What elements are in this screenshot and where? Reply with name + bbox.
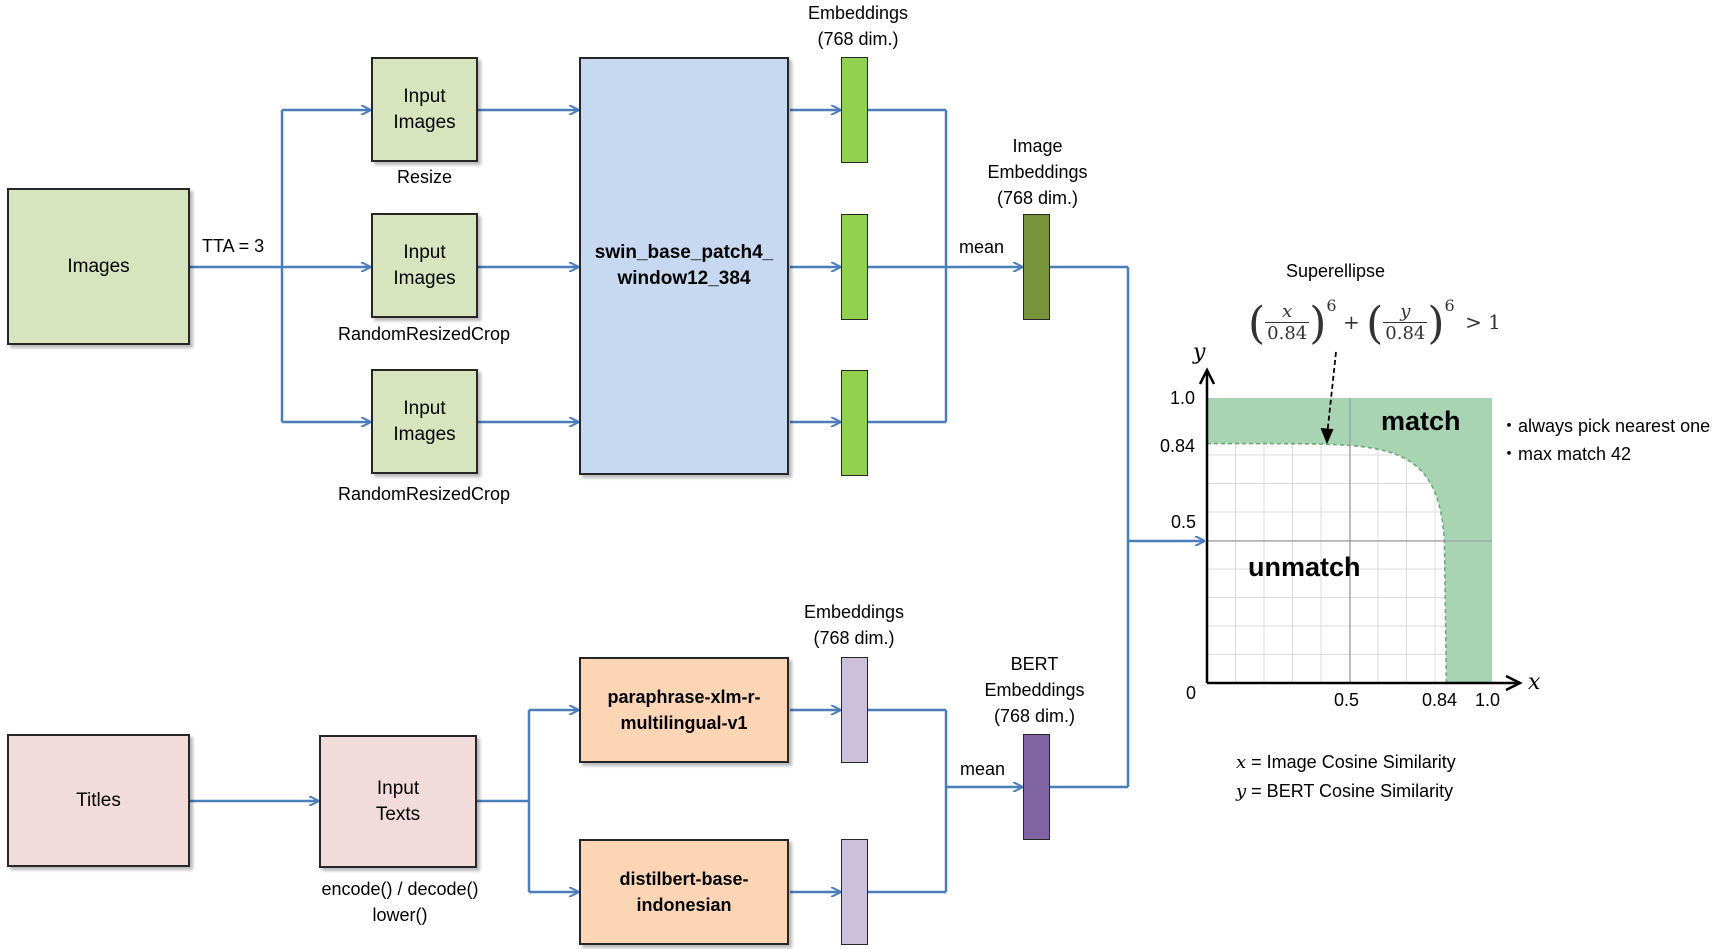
plot-notes: ・always pick nearest one ・max match 42 xyxy=(1500,412,1710,468)
image-embedding-bar-3 xyxy=(841,370,868,476)
y-tick-0-84: 0.84 xyxy=(1160,436,1196,456)
formula-den-2: 0.84 xyxy=(1385,323,1426,344)
formula-x: x xyxy=(1265,302,1310,323)
image-embedding-bar-1 xyxy=(841,57,868,163)
note-nearest: ・always pick nearest one xyxy=(1500,416,1711,436)
y-axis-var: y xyxy=(1193,340,1206,365)
note-max-match: ・max match 42 xyxy=(1500,444,1632,464)
images-source-label: Images xyxy=(67,255,130,277)
formula-exp-2: 6 xyxy=(1444,296,1455,315)
text-preprocess-label: encode() / decode() lower() xyxy=(321,879,479,925)
paraphrase-model-box: paraphrase-xlm-r- multilingual-v1 xyxy=(579,657,789,763)
unmatch-label: unmatch xyxy=(1248,552,1361,582)
distilbert-model-box: distilbert-base- indonesian xyxy=(579,839,789,945)
titles-source-label: Titles xyxy=(76,789,121,811)
image-mean-embeddings-title: Image Embeddings (768 dim.) xyxy=(987,136,1088,208)
aug-random-crop-label-1: RandomResizedCrop xyxy=(337,324,511,344)
match-label: match xyxy=(1381,406,1461,436)
paraphrase-model-label: paraphrase-xlm-r- multilingual-v1 xyxy=(607,687,761,733)
tta-label: TTA = 3 xyxy=(202,236,265,256)
input-images-label: Input Images xyxy=(393,85,456,133)
text-embedding-bar-2 xyxy=(841,839,868,945)
decision-plot xyxy=(1198,351,1523,692)
legend-x-var: x xyxy=(1236,752,1247,773)
superellipse-boundary xyxy=(1207,442,1448,684)
legend-y-var: y xyxy=(1236,781,1247,802)
input-texts-label: Input Texts xyxy=(375,777,421,825)
x-axis-var: x xyxy=(1528,670,1541,695)
image-embedding-bar-2 xyxy=(841,214,868,320)
formula-y: y xyxy=(1383,302,1428,323)
formula-den-1: 0.84 xyxy=(1267,323,1308,344)
y-tick-1-0: 1.0 xyxy=(1170,388,1196,408)
aug-resize-label: Resize xyxy=(396,167,453,187)
bert-embeddings-title: BERT Embeddings (768 dim.) xyxy=(984,654,1085,726)
pointer-line xyxy=(1326,351,1337,437)
x-tick-0-84: 0.84 xyxy=(1422,690,1458,710)
input-images-box-crop-2: Input Images xyxy=(371,369,478,474)
formula-plus: + xyxy=(1342,310,1360,334)
input-images-label: Input Images xyxy=(393,397,456,445)
input-images-box-crop-1: Input Images xyxy=(371,213,478,318)
titles-source-box: Titles xyxy=(7,734,190,867)
y-tick-0-5: 0.5 xyxy=(1171,512,1197,532)
image-embeddings-title: Embeddings (768 dim.) xyxy=(807,3,909,49)
x-tick-0-5: 0.5 xyxy=(1334,690,1360,710)
text-mean-label: mean xyxy=(960,759,1006,779)
input-images-box-resize: Input Images xyxy=(371,57,478,162)
input-texts-box: Input Texts xyxy=(319,735,477,868)
swin-backbone-box: swin_base_patch4_ window12_384 xyxy=(579,57,789,475)
distilbert-model-label: distilbert-base- indonesian xyxy=(619,869,749,915)
axis-legend: x = Image Cosine Similarity y = BERT Cos… xyxy=(1236,748,1456,806)
superellipse-title: Superellipse xyxy=(1286,261,1386,281)
images-source-box: Images xyxy=(7,188,190,345)
formula-exp-1: 6 xyxy=(1326,296,1337,315)
bert-embedding-bar xyxy=(1023,734,1050,840)
aug-random-crop-label-2: RandomResizedCrop xyxy=(337,484,511,504)
image-mean-label: mean xyxy=(959,237,1005,257)
x-tick-1-0: 1.0 xyxy=(1475,690,1501,710)
origin-label: 0 xyxy=(1186,683,1197,703)
image-mean-embedding-bar xyxy=(1023,214,1050,320)
text-embedding-bar-1 xyxy=(841,657,868,763)
legend-y-text: = BERT Cosine Similarity xyxy=(1246,781,1454,801)
swin-backbone-label: swin_base_patch4_ window12_384 xyxy=(594,242,774,289)
input-images-label: Input Images xyxy=(393,241,456,289)
text-embeddings-title: Embeddings (768 dim.) xyxy=(803,602,905,648)
formula-comparison: > 1 xyxy=(1465,310,1501,334)
legend-x-text: = Image Cosine Similarity xyxy=(1246,752,1456,772)
